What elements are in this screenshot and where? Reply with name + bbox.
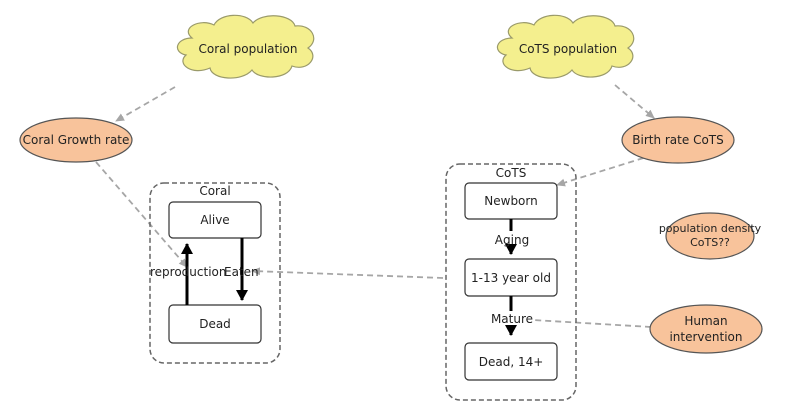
edge-label-reproduction: reproduction [150, 265, 227, 279]
edge-label-eaten: Eaten [224, 265, 259, 279]
ellipse-shape [649, 304, 763, 354]
state-dead-coral[interactable]: Dead [168, 304, 262, 344]
state-box [464, 342, 558, 381]
cloud-shape [176, 14, 315, 79]
ellipse-coral-growth-rate[interactable]: Coral Growth rate [19, 117, 133, 163]
ellipse-label-population-density-line2: CoTS?? [690, 236, 730, 249]
ellipse-label-human-intervention-line2: intervention [669, 330, 742, 344]
edge-label-aging: Aging [495, 233, 529, 247]
state-label-alive: Alive [200, 213, 229, 227]
ellipse-label-birth-rate-cots: Birth rate CoTS [632, 133, 723, 147]
container-border [445, 163, 577, 401]
ellipse-shape [665, 212, 755, 260]
cloud-shape [496, 14, 635, 79]
state-box [168, 201, 262, 239]
state-young[interactable]: 1-13 year old [464, 258, 558, 297]
state-newborn[interactable]: Newborn [464, 182, 558, 220]
cloud-label-coral-population: Coral population [198, 42, 297, 56]
link-coral-population-to-growth-rate [115, 86, 176, 122]
container-title-cots: CoTS [496, 166, 527, 180]
container-cots[interactable]: CoTS Newborn 1-13 year old Dead, 14+ Agi… [445, 163, 577, 401]
ellipse-population-density[interactable]: population density CoTS?? [659, 212, 762, 260]
ellipse-birth-rate-cots[interactable]: Birth rate CoTS [621, 116, 735, 164]
state-label-dead-cots: Dead, 14+ [479, 355, 544, 369]
container-coral[interactable]: Coral Alive Dead reproduction Eaten [149, 182, 281, 364]
ellipse-shape [19, 117, 133, 163]
link-growth-rate-to-reproduction [95, 161, 188, 268]
ellipse-label-population-density-line1: population density [659, 222, 762, 235]
edge-label-mature: Mature [491, 312, 533, 326]
state-label-young: 1-13 year old [471, 271, 551, 285]
state-alive[interactable]: Alive [168, 201, 262, 239]
ellipse-shape [621, 116, 735, 164]
state-label-newborn: Newborn [484, 194, 537, 208]
link-cots-to-eaten [251, 267, 444, 279]
container-border [149, 182, 281, 364]
cloud-label-cots-population: CoTS population [519, 42, 617, 56]
links [95, 84, 655, 328]
ellipse-label-coral-growth-rate: Coral Growth rate [23, 133, 130, 147]
link-cots-population-to-birth-rate [614, 84, 655, 119]
cloud-coral-population[interactable]: Coral population [176, 14, 315, 79]
container-title-coral: Coral [199, 184, 230, 198]
ellipse-label-human-intervention-line1: Human [684, 314, 727, 328]
state-label-dead-coral: Dead [199, 317, 231, 331]
ellipse-human-intervention[interactable]: Human intervention [649, 304, 763, 354]
link-birth-rate-to-newborn [556, 154, 654, 187]
cloud-cots-population[interactable]: CoTS population [496, 14, 635, 79]
state-box [168, 304, 262, 344]
state-dead-cots[interactable]: Dead, 14+ [464, 342, 558, 381]
link-human-intervention-to-mature [532, 319, 652, 328]
